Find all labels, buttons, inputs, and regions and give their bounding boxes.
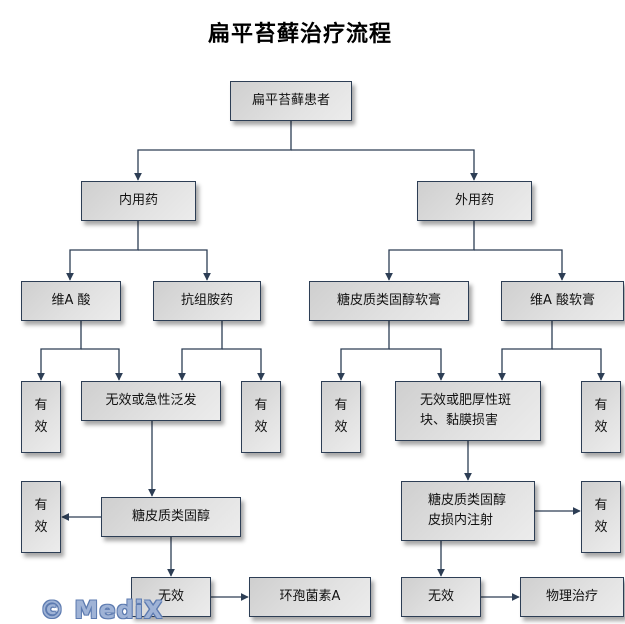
node-label: 糖皮质类固醇软膏: [336, 293, 441, 308]
connector-external-retinoic-ointment: [474, 249, 566, 281]
connector-internal-retinoic: [66, 221, 139, 281]
node-label: 维A 酸: [51, 293, 91, 308]
node-systemic-steroid: 糖皮质类固醇: [101, 497, 241, 537]
node-label: 有效: [34, 398, 48, 435]
node-label: 糖皮质类固醇: [131, 509, 210, 524]
node-effective: 有效: [581, 381, 621, 453]
node-label: 抗组胺药: [180, 293, 233, 308]
node-internal-medication: 内用药: [81, 181, 196, 221]
node-patient: 扁平苔藓患者: [230, 81, 352, 121]
connector-steroid-ointment-effective: [337, 321, 390, 381]
node-retinoic-acid: 维A 酸: [21, 281, 121, 321]
node-antihistamine: 抗组胺药: [153, 281, 261, 321]
connector-root-external: [291, 149, 478, 181]
node-effective: 有效: [21, 481, 61, 553]
node-label: 内用药: [118, 193, 158, 208]
node-effective: 有效: [241, 381, 281, 453]
node-label: 无效: [427, 589, 454, 604]
connector-root-internal: [134, 121, 292, 181]
node-ineffective-hypertrophic: 无效或肥厚性斑块、黏膜损害: [395, 381, 541, 441]
node-intralesional-steroid: 糖皮质类固醇皮损内注射: [401, 481, 535, 541]
connector-retinoic-ointment-ineffective: [498, 321, 553, 381]
node-label: 扁平苔藓患者: [251, 93, 330, 108]
node-effective: 有效: [581, 481, 621, 553]
node-label: 无效或急性泛发: [105, 393, 197, 408]
diagram-title: 扁平苔藓治疗流程: [207, 22, 392, 47]
node-cyclosporine: 环孢菌素A: [249, 577, 371, 617]
connector-retinoic-effective: [37, 321, 82, 381]
watermark-logo: © MediX: [40, 596, 164, 624]
node-physical-therapy: 物理治疗: [520, 577, 624, 617]
connector-antihistamine-ineffective: [178, 321, 223, 381]
node-label: 有效: [254, 398, 268, 435]
node-ineffective: 无效: [401, 577, 481, 617]
node-ineffective: 无效: [131, 577, 211, 617]
node-label: 有效: [34, 498, 48, 535]
node-label: 无效: [157, 589, 184, 604]
connector-retinoic-ointment-effective: [552, 348, 605, 381]
node-label: 维A 酸软膏: [529, 293, 596, 308]
node-label: 外用药: [454, 193, 494, 208]
node-retinoic-ointment: 维A 酸软膏: [501, 281, 624, 321]
node-label: 糖皮质类固醇皮损内注射: [428, 493, 507, 528]
node-external-medication: 外用药: [417, 181, 532, 221]
connector-steroid-ointment-ineffective: [389, 348, 445, 381]
node-label: 环孢菌素A: [279, 589, 341, 604]
connector-antihistamine-effective: [222, 348, 265, 381]
node-label: 有效: [594, 398, 608, 435]
node-label: 有效: [594, 498, 608, 535]
node-label: 无效或肥厚性斑块、黏膜损害: [420, 393, 512, 428]
connector-internal-antihistamine: [138, 249, 211, 281]
node-ineffective-acute: 无效或急性泛发: [81, 381, 221, 421]
node-effective: 有效: [321, 381, 361, 453]
node-label: 物理治疗: [545, 589, 598, 604]
connector-external-steroid-ointment: [385, 221, 475, 281]
node-label: 有效: [334, 398, 348, 435]
connector-retinoic-ineffective: [81, 348, 123, 381]
node-effective: 有效: [21, 381, 61, 453]
node-steroid-ointment: 糖皮质类固醇软膏: [309, 281, 469, 321]
